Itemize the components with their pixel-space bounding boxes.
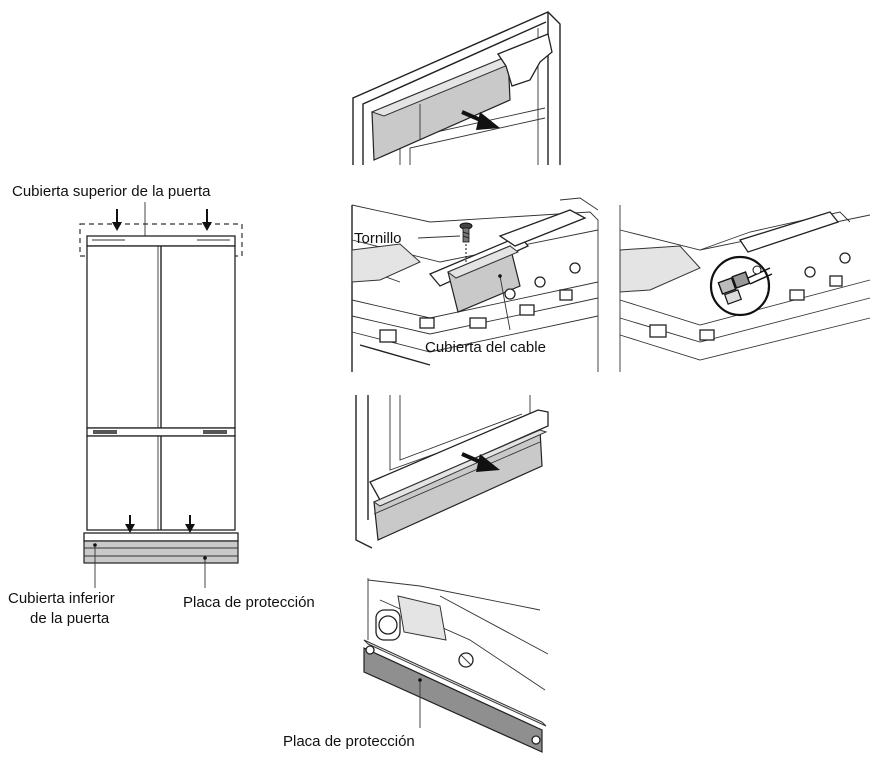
arrow-down-icon — [202, 209, 212, 231]
panel-cable-cover: Tornillo Cubierta del cable — [351, 197, 599, 372]
leader-cable-cover — [499, 275, 511, 331]
fridge-front-view: Cubierta superior de la puerta — [8, 183, 315, 627]
label-top-cover: Cubierta superior de la puerta — [12, 183, 211, 200]
label-bottom-cover-1: Cubierta inferior — [8, 590, 115, 607]
arrow-down-icon — [112, 209, 122, 231]
panel-bottom-cover-removal — [355, 395, 549, 549]
screw-icon — [459, 222, 473, 262]
label-protection-plate-bottom: Placa de protección — [283, 733, 415, 750]
bottom-door-cover — [83, 532, 239, 542]
label-screw: Tornillo — [354, 230, 402, 247]
top-door-cover — [86, 235, 236, 247]
label-cable-cover: Cubierta del cable — [425, 339, 546, 356]
label-bottom-cover-2: de la puerta — [30, 610, 110, 627]
panel-protection-plate: Placa de protección — [283, 578, 549, 753]
leader-screw — [417, 235, 461, 239]
arrow-down-icon — [125, 515, 135, 533]
arrow-pull-icon — [461, 110, 500, 130]
arrow-down-icon — [185, 515, 195, 533]
protection-plate-part — [363, 647, 543, 753]
label-protection-plate-left: Placa de protección — [183, 594, 315, 611]
arrow-pull-icon — [461, 452, 500, 472]
panel-top-cover-removal — [352, 11, 561, 165]
panel-connector-detail — [619, 205, 871, 372]
protection-plate-front — [83, 540, 239, 564]
